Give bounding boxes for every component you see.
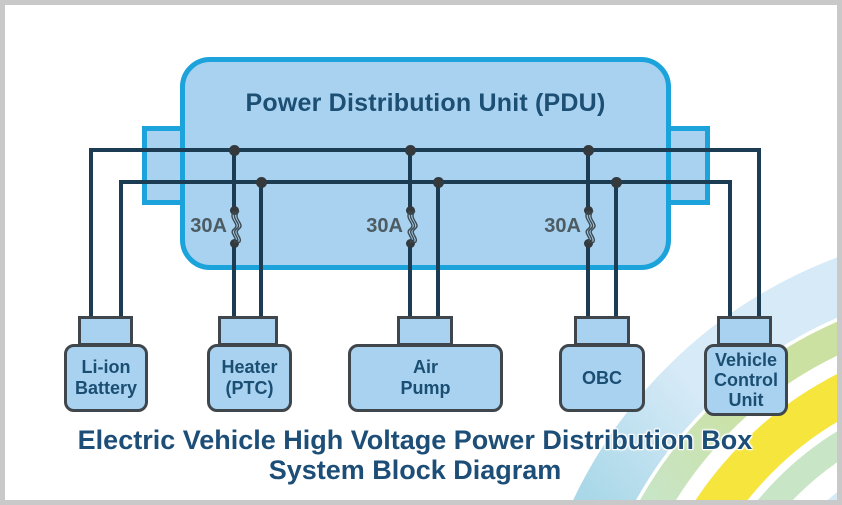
wire-vcu-1 bbox=[757, 148, 761, 319]
fuse-rating-label: 30A bbox=[190, 215, 227, 237]
wire-fuse3-upper bbox=[586, 148, 590, 211]
wire-fuse2-lower bbox=[408, 242, 412, 318]
pdu-right-tab bbox=[666, 126, 710, 205]
fuse-symbol bbox=[585, 211, 596, 243]
wire-battery-1 bbox=[89, 148, 93, 318]
connector-heater-ptc bbox=[218, 316, 278, 346]
caption-line-2: System Block Diagram bbox=[268, 455, 562, 485]
wire-fuse1-upper bbox=[232, 148, 236, 211]
component-label: Pump bbox=[400, 378, 451, 398]
junction-dot bbox=[405, 145, 416, 156]
connector-obc bbox=[574, 316, 630, 346]
connector-air-pump bbox=[397, 316, 453, 346]
wire-fuse3-lower bbox=[586, 242, 590, 318]
component-label: OBC bbox=[582, 367, 622, 388]
wire-battery-2 bbox=[119, 180, 123, 318]
junction-dot bbox=[583, 145, 594, 156]
fuse-terminal-dot bbox=[230, 239, 239, 248]
junction-dot bbox=[611, 177, 622, 188]
connector-li-ion-battery bbox=[78, 316, 133, 346]
component-box-air-pump: Air Pump bbox=[348, 344, 503, 412]
fuse-terminal-dot bbox=[584, 206, 593, 215]
wire-airpump-return bbox=[436, 180, 440, 318]
component-box-li-ion-battery: Li-ion Battery bbox=[64, 344, 148, 412]
fuse-terminal-dot bbox=[584, 239, 593, 248]
fuse-symbol bbox=[407, 211, 418, 243]
component-label: Vehicle bbox=[714, 350, 778, 370]
component-label: Li-ion bbox=[81, 357, 131, 377]
diagram-caption: Electric Vehicle High Voltage Power Dist… bbox=[25, 425, 805, 485]
fuse-rating-label: 30A bbox=[544, 215, 581, 237]
fuse-terminal-dot bbox=[406, 206, 415, 215]
component-label: Air bbox=[412, 357, 438, 377]
wire-heater-return bbox=[259, 180, 263, 318]
caption-line-1: Electric Vehicle High Voltage Power Dist… bbox=[77, 425, 753, 455]
component-label: Control bbox=[714, 370, 778, 390]
junction-dot bbox=[229, 145, 240, 156]
fuse-symbol bbox=[231, 211, 242, 243]
junction-dot bbox=[433, 177, 444, 188]
hv-bus-bottom bbox=[119, 180, 732, 184]
fuse-terminal-dot bbox=[406, 239, 415, 248]
wire-fuse2-upper bbox=[408, 148, 412, 211]
wire-obc-return bbox=[614, 180, 618, 318]
junction-dot bbox=[256, 177, 267, 188]
component-box-heater-ptc: Heater (PTC) bbox=[207, 344, 292, 412]
fuse-rating-label: 30A bbox=[366, 215, 403, 237]
component-box-obc: OBC bbox=[559, 344, 645, 412]
pdu-title: Power Distribution Unit (PDU) bbox=[245, 89, 606, 117]
connector-vehicle-control-unit bbox=[717, 316, 772, 346]
component-label: Heater bbox=[221, 357, 278, 377]
fuse-terminal-dot bbox=[230, 206, 239, 215]
component-label: (PTC) bbox=[225, 378, 274, 398]
hv-bus-top bbox=[89, 148, 761, 152]
component-box-vehicle-control-unit: Vehicle Control Unit bbox=[704, 344, 788, 416]
component-label: Unit bbox=[728, 390, 764, 410]
wire-vcu-2 bbox=[728, 180, 732, 319]
component-label: Battery bbox=[74, 378, 138, 398]
wire-fuse1-lower bbox=[232, 242, 236, 318]
